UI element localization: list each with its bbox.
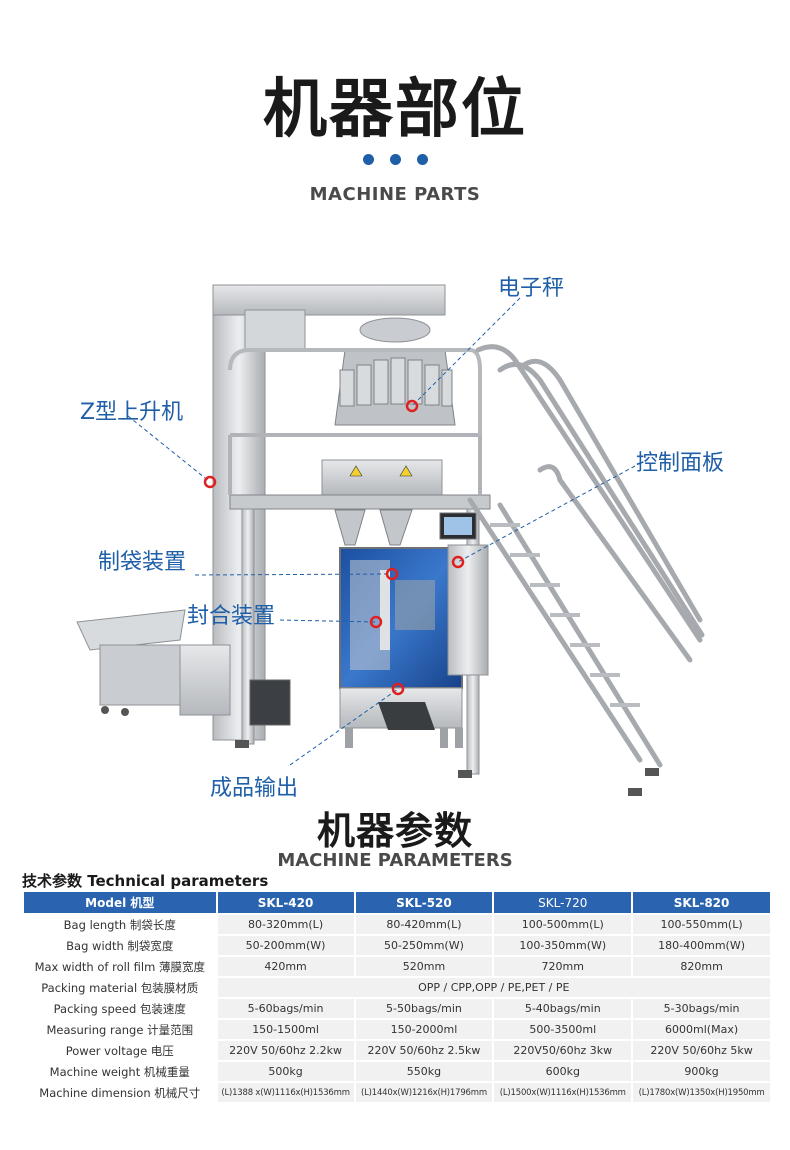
table-cell: 220V 50/60hz 2.5kw — [355, 1041, 493, 1060]
table-cell: 900kg — [633, 1062, 770, 1081]
table-cell: (L)1500x(W)1116x(H)1536mm — [494, 1083, 632, 1102]
callout-control-panel: 控制面板 — [636, 451, 725, 476]
column-header: SKL-820 — [633, 892, 770, 913]
table-cell: 820mm — [633, 957, 770, 976]
table-cell: 220V 50/60hz 2.2kw — [217, 1041, 354, 1060]
table-cell: 5-60bags/min — [217, 999, 354, 1018]
table-cell: 500-3500ml — [494, 1020, 632, 1039]
dot-icon — [362, 154, 374, 165]
title-dots — [0, 154, 790, 165]
callout-bag-maker: 制袋装置 — [98, 550, 187, 575]
callout-product-output: 成品输出 — [210, 776, 299, 801]
table-cell: 5-30bags/min — [633, 999, 770, 1018]
spec-table: Model 机型 SKL-420 SKL-520 SKL-720 SKL-820… — [22, 890, 772, 1104]
callout-electronic-scale: 电子秤 — [498, 276, 565, 301]
table-row: Power voltage 电压 220V 50/60hz 2.2kw 220V… — [24, 1041, 770, 1060]
table-cell: 180-400mm(W) — [633, 936, 770, 955]
table-row: Packing speed 包装速度 5-60bags/min 5-50bags… — [24, 999, 770, 1018]
table-cell: (L)1780x(W)1350x(H)1950mm — [633, 1083, 770, 1102]
table-cell-merged: OPP / CPP,OPP / PE,PET / PE — [217, 978, 770, 997]
table-cell: 50-200mm(W) — [217, 936, 354, 955]
table-cell: (L)1388 x(W)1116x(H)1536mm — [217, 1083, 354, 1102]
table-cell: 600kg — [494, 1062, 632, 1081]
table-row: Measuring range 计量范围 150-1500ml 150-2000… — [24, 1020, 770, 1039]
table-row: Machine weight 机械重量 500kg 550kg 600kg 90… — [24, 1062, 770, 1081]
table-cell: 720mm — [494, 957, 632, 976]
column-header: SKL-720 — [494, 892, 632, 913]
table-cell: 80-320mm(L) — [217, 915, 354, 934]
table-cell: 5-50bags/min — [355, 999, 493, 1018]
column-header: SKL-420 — [217, 892, 354, 913]
table-row: Max width of roll film 薄膜宽度 420mm 520mm … — [24, 957, 770, 976]
table-row: Machine dimension 机械尺寸 (L)1388 x(W)1116x… — [24, 1083, 770, 1102]
table-header-row: Model 机型 SKL-420 SKL-520 SKL-720 SKL-820 — [24, 892, 770, 913]
row-label: Machine weight 机械重量 — [24, 1062, 216, 1081]
table-row: Packing material 包装膜材质 OPP / CPP,OPP / P… — [24, 978, 770, 997]
table-cell: (L)1440x(W)1216x(H)1796mm — [355, 1083, 493, 1102]
page-title: 机器部位 — [263, 73, 527, 147]
row-label: Machine dimension 机械尺寸 — [24, 1083, 216, 1102]
tech-heading: 技术参数 Technical parameters — [22, 872, 269, 890]
row-label: Bag length 制袋长度 — [24, 915, 216, 934]
params-subtitle: MACHINE PARAMETERS — [277, 850, 513, 871]
table-cell: 520mm — [355, 957, 493, 976]
table-cell: 550kg — [355, 1062, 493, 1081]
table-cell: 100-500mm(L) — [494, 915, 632, 934]
column-header: Model 机型 — [24, 892, 216, 913]
table-cell: 5-40bags/min — [494, 999, 632, 1018]
table-row: Bag length 制袋长度 80-320mm(L) 80-420mm(L) … — [24, 915, 770, 934]
table-cell: 50-250mm(W) — [355, 936, 493, 955]
row-label: Packing speed 包装速度 — [24, 999, 216, 1018]
callout-z-elevator: Z型上升机 — [80, 400, 184, 425]
table-cell: 6000ml(Max) — [633, 1020, 770, 1039]
machine-illustration: 电子秤 Z型上升机 控制面板 制袋装置 封合装置 成品输出 — [0, 240, 790, 801]
page-subtitle: MACHINE PARTS — [309, 184, 481, 205]
row-label: Max width of roll film 薄膜宽度 — [24, 957, 216, 976]
params-title: 机器参数 — [316, 809, 473, 853]
callout-sealing-device: 封合装置 — [187, 604, 276, 629]
column-header: SKL-520 — [355, 892, 493, 913]
machine-drawing — [76, 284, 705, 796]
table-cell: 500kg — [217, 1062, 354, 1081]
table-cell: 100-550mm(L) — [633, 915, 770, 934]
table-cell: 220V 50/60hz 5kw — [633, 1041, 770, 1060]
row-label: Measuring range 计量范围 — [24, 1020, 216, 1039]
row-label: Power voltage 电压 — [24, 1041, 216, 1060]
table-cell: 220V50/60hz 3kw — [494, 1041, 632, 1060]
table-cell: 150-2000ml — [355, 1020, 493, 1039]
table-cell: 100-350mm(W) — [494, 936, 632, 955]
row-label: Bag width 制袋宽度 — [24, 936, 216, 955]
table-cell: 420mm — [217, 957, 354, 976]
table-cell: 80-420mm(L) — [355, 915, 493, 934]
table-cell: 150-1500ml — [217, 1020, 354, 1039]
table-row: Bag width 制袋宽度 50-200mm(W) 50-250mm(W) 1… — [24, 936, 770, 955]
dot-icon — [389, 154, 401, 165]
row-label: Packing material 包装膜材质 — [24, 978, 216, 997]
dot-icon — [416, 154, 428, 165]
